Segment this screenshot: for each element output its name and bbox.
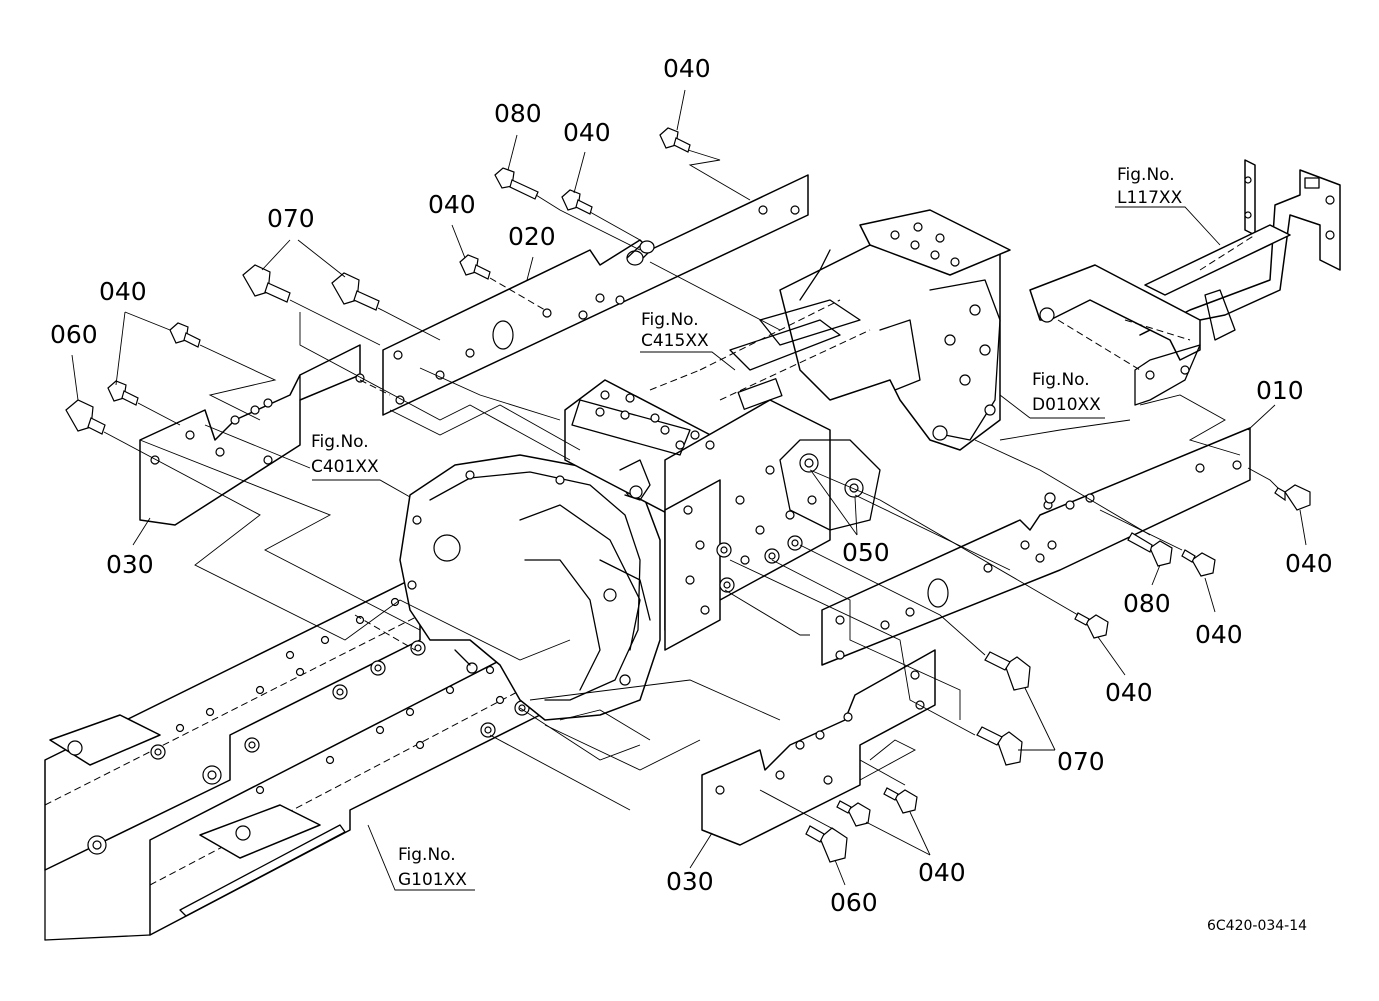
leader-lines [71,89,1307,891]
label-040-f: 040 [1195,620,1243,649]
bolt-070-a1 [242,264,291,303]
fig-c401-line1: Fig.No. [311,432,369,452]
label-060-a: 060 [50,320,98,349]
part-labels: 040 080 040 040 020 070 040 060 030 050 … [50,54,1333,917]
bolt-040-g [1074,612,1109,639]
label-010: 010 [1256,376,1304,405]
bolts [65,127,1311,863]
bolt-080-top [494,167,539,200]
label-040-h: 040 [918,858,966,887]
fig-c415-line1: Fig.No. [641,310,699,330]
fig-l117-line2: L117XX [1117,188,1183,208]
sleeve [626,240,655,266]
bolt-040-c [459,254,491,280]
label-070-b: 070 [1057,747,1105,776]
bolt-070-b2 [976,726,1023,766]
rear-axle-case [649,209,1011,451]
label-020: 020 [508,222,556,251]
bolt-070-a2 [331,272,380,311]
plate-030-right [701,649,936,846]
bolt-080-b [1127,532,1173,567]
drawing-code: 6C420-034-14 [1207,918,1307,934]
fig-d010-line2: D010XX [1032,395,1101,415]
label-040-c: 040 [428,190,476,219]
bolt-070-b1 [984,651,1031,691]
label-080-top: 080 [494,99,542,128]
fig-g101-line2: G101XX [398,870,467,890]
assembly-lines [103,149,1279,831]
transmission-studs [716,535,803,593]
bolt-060-a [65,399,106,435]
bolt-040-f [1181,549,1216,577]
label-040-e: 040 [1285,549,1333,578]
transmission-case [564,379,881,651]
bolt-040-e [1274,484,1311,511]
bolt-060-b [805,825,848,863]
bolt-040-b [561,189,593,215]
bolt-040-h1 [883,787,918,814]
label-040-d: 040 [99,277,147,306]
rail-holes [175,597,505,795]
plate-010 [821,427,1251,666]
fig-d010-line1: Fig.No. [1032,370,1090,390]
clutch-housing [399,454,661,721]
bolt-040-d1 [169,322,201,348]
plate-020 [382,174,809,416]
label-040-top: 040 [663,54,711,83]
fig-g101-line1: Fig.No. [398,845,456,865]
label-040-g: 040 [1105,678,1153,707]
label-040-b: 040 [563,118,611,147]
bolt-040-d2 [107,380,139,406]
label-080-b: 080 [1123,589,1171,618]
bolt-040-top [659,127,691,153]
hitch-frame [1029,159,1341,406]
figure-references: Fig.No. C415XX Fig.No. C401XX Fig.No. D0… [311,165,1183,890]
label-030-a: 030 [106,550,154,579]
frame-rails [44,574,541,941]
label-030-b: 030 [666,867,714,896]
fig-l117-line1: Fig.No. [1117,165,1175,185]
label-060-b: 060 [830,888,878,917]
label-070-a: 070 [267,204,315,233]
bolt-040-h2 [836,800,871,827]
fig-c401-line2: C401XX [311,457,379,477]
fig-c415-line2: C415XX [641,331,709,351]
label-050: 050 [842,538,890,567]
